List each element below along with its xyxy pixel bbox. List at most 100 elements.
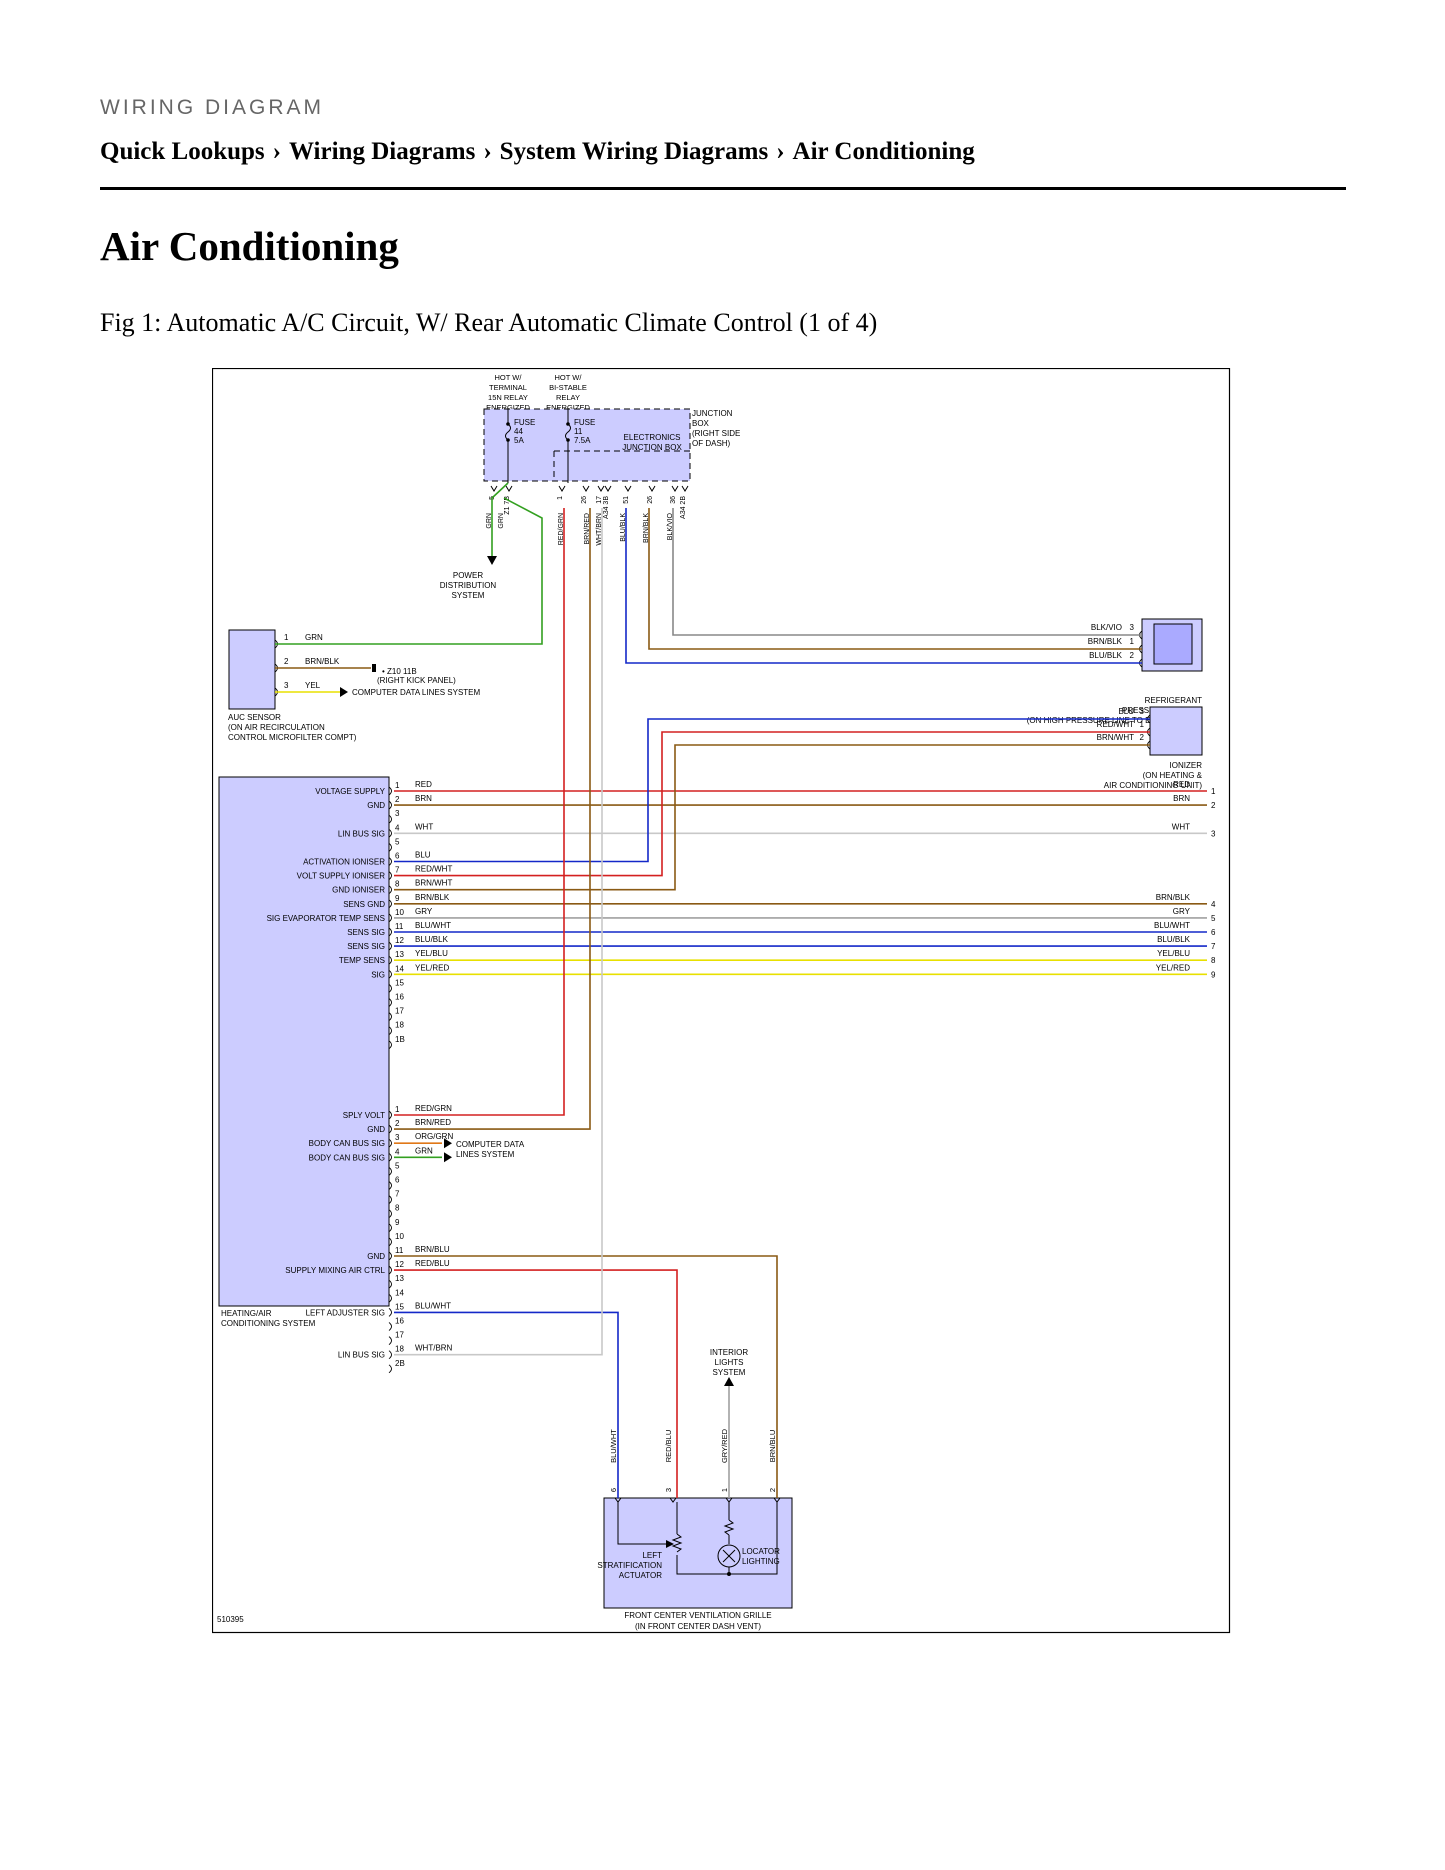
power-distribution-label: DISTRIBUTION [440, 581, 497, 590]
junction-pin-label: A34 2B [680, 496, 687, 519]
hvac-terminal [388, 941, 392, 951]
breadcrumb-separator: › [483, 138, 492, 165]
hvac-c2-pin-number: 10 [395, 1232, 404, 1241]
junction-wire-label: WHT/BRN [596, 513, 603, 546]
exit-wire-label: BLU/WHT [1154, 921, 1190, 930]
hvac-c2-wire-label: GRN [415, 1146, 433, 1155]
fuse-44-label: 44 [514, 427, 523, 436]
supply-label-bistable: RELAY [556, 393, 580, 402]
hvac-terminal [388, 899, 392, 909]
auc-pin-number: 3 [284, 681, 289, 690]
exit-connector-number: 6 [1211, 928, 1216, 937]
hvac-c1-function-label: VOLT SUPPLY IONISER [297, 872, 386, 881]
junction-box-label: OF DASH) [692, 439, 731, 448]
breadcrumb-item-system-wiring-diagrams[interactable]: System Wiring Diagrams [499, 138, 769, 165]
refrigerant-sensor-label: REFRIGERANT [1145, 696, 1202, 705]
hvac-terminal [388, 828, 392, 838]
junction-pin-label: 26 [581, 496, 588, 504]
hvac-c2-wire-label: ORG/GRN [415, 1132, 453, 1141]
grille-wire-label: GRY/RED [720, 1428, 729, 1463]
hvac-c2-function-label: BODY CAN BUS SIG [309, 1153, 385, 1162]
hvac-c1-function-label: TEMP SENS [339, 956, 385, 965]
electronics-box-label: JUNCTION BOX [622, 443, 682, 452]
supply-label-terminal-15n: 15N RELAY [488, 393, 528, 402]
ionizer-label: (ON HEATING & [1143, 771, 1203, 780]
junction-pin-terminal [624, 485, 632, 492]
hvac-terminal [388, 1138, 392, 1148]
hvac-c2-pin-number: 11 [395, 1246, 404, 1255]
hvac-c1-pin-number: 16 [395, 993, 404, 1002]
actuator-label: ACTUATOR [619, 1571, 662, 1580]
junction-wire-label: GRN [498, 513, 505, 529]
hvac-c2-function-label: BODY CAN BUS SIG [309, 1139, 385, 1148]
hvac-c2-pin-number: 4 [395, 1147, 400, 1156]
hvac-terminal [388, 786, 392, 796]
wire-refrigerant-1 [648, 508, 1142, 650]
power-distribution-label: POWER [453, 571, 483, 580]
breadcrumb-separator: › [776, 138, 785, 165]
junction-wire-label: BLK/VIO [667, 512, 674, 540]
hvac-terminal [388, 1152, 392, 1162]
hvac-c1-wire-label: YEL/RED [415, 963, 449, 972]
junction-pin-label: 36 [670, 496, 677, 504]
grille-wire-label: BLU/WHT [609, 1429, 618, 1463]
supply-label-terminal-15n: HOT W/ [495, 373, 523, 382]
hvac-c1-pin-number: 1 [395, 781, 400, 790]
hvac-c2-pin-number: 14 [395, 1288, 404, 1297]
hvac-c2-pin-number: 8 [395, 1204, 400, 1213]
hvac-c2-pin-number: 17 [395, 1331, 404, 1340]
wire-ionizer-1 [394, 731, 1150, 877]
wire-grn-power-dist [491, 482, 509, 556]
wire-red-grn-supply [394, 508, 565, 1116]
refrigerant-pin-number: 2 [1130, 651, 1135, 660]
ionizer-label: IONIZER [1170, 761, 1203, 770]
breadcrumb-item-wiring-diagrams[interactable]: Wiring Diagrams [289, 138, 476, 165]
ground-icon [372, 664, 376, 672]
wire-blu-wht-adjuster [394, 1311, 619, 1498]
hvac-c1-pin-number: 6 [395, 852, 400, 861]
hvac-c1-function-label: GND [367, 801, 385, 810]
breadcrumb-item-quick-lookups[interactable]: Quick Lookups [100, 138, 265, 165]
hvac-c1-wire-label: RED/WHT [415, 865, 452, 874]
breadcrumb: Quick Lookups › Wiring Diagrams › System Wir… [100, 138, 975, 166]
hvac-c2-function-label: SPLY VOLT [343, 1111, 385, 1120]
junction-wire-label: BRN/BLK [643, 513, 650, 543]
hvac-terminal [388, 1322, 392, 1331]
hvac-c1-wire-label: BLU/WHT [415, 921, 451, 930]
breadcrumb-separator: › [272, 138, 281, 165]
hvac-c2-function-label: LEFT ADJUSTER SIG [306, 1308, 385, 1317]
hvac-terminal [388, 1279, 392, 1289]
exit-wire-label: BRN [1173, 794, 1190, 803]
junction-pin-label: 26 [647, 496, 654, 504]
hvac-c2-wire-label: RED/BLU [415, 1259, 450, 1268]
hvac-terminal [388, 1308, 392, 1317]
hvac-terminal [388, 814, 392, 824]
supply-label-bistable: ENERGIZED [546, 403, 590, 412]
breadcrumb-item-air-conditioning[interactable]: Air Conditioning [792, 138, 975, 165]
junction-pin-terminal [490, 485, 498, 492]
hvac-c1-pin-number: 15 [395, 978, 404, 987]
hvac-c1-function-label: GND IONISER [332, 886, 385, 895]
hvac-terminal [388, 927, 392, 937]
auc-pin-number: 1 [284, 633, 289, 642]
exit-connector-number: 1 [1211, 787, 1216, 796]
hvac-c2-wire-label: RED/GRN [415, 1104, 452, 1113]
fuse-11-label: 7.5A [574, 436, 591, 445]
potentiometer-wiper-icon [666, 1540, 674, 1548]
hvac-c1-pin-number: 11 [395, 922, 404, 931]
hvac-terminal [388, 984, 392, 993]
hvac-c2-function-label: GND [367, 1252, 385, 1261]
junction-pin-terminal [604, 485, 612, 492]
junction-pin-terminal [582, 485, 590, 492]
hvac-c2-wire-label: WHT/BRN [415, 1344, 453, 1353]
hvac-c1-wire-label: BRN/BLK [415, 893, 450, 902]
hvac-c1-function-label: SIG [371, 970, 385, 979]
hvac-c1-wire-label: BLU [415, 851, 431, 860]
hvac-c1-pin-number: 10 [395, 908, 404, 917]
interior-lights-label: LIGHTS [715, 1358, 744, 1367]
hvac-terminal [388, 955, 392, 965]
wire-ionizer-2 [394, 744, 1150, 891]
fuse-11-icon [565, 423, 571, 441]
auc-sensor-label: (ON AIR RECIRCULATION [228, 723, 325, 732]
